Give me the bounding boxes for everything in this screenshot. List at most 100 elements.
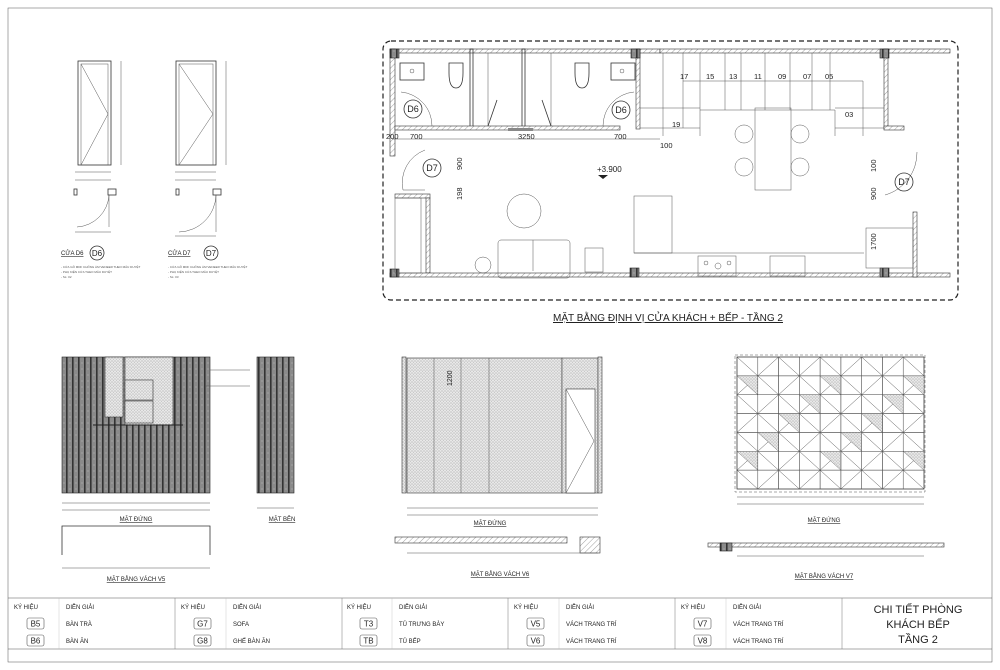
- legend-code-box: [693, 617, 712, 630]
- legend-code-box: [693, 634, 712, 647]
- legend-code: G7: [197, 620, 208, 629]
- legend-header-desc: DIỄN GIẢI: [66, 604, 94, 611]
- v7-plan-caption: MẶT BẰNG VÁCH V7: [795, 572, 854, 580]
- v5-plan-caption: MẶT BẰNG VÁCH V5: [107, 575, 166, 583]
- dining-chair: [790, 124, 810, 144]
- legend-code: V5: [531, 620, 541, 629]
- legend-code-box: [26, 617, 45, 630]
- legend-code-box: [526, 634, 545, 647]
- door-note: - SL: 03: [168, 275, 179, 279]
- legend-code: TB: [363, 637, 373, 646]
- legend-header-symbol: KÝ HIỆU: [347, 603, 371, 611]
- sheet-title-line: KHÁCH BẾP: [886, 618, 950, 631]
- v6-plan-caption: MẶT BẰNG VÁCH V6: [471, 570, 530, 578]
- legend-code: B5: [31, 620, 41, 629]
- v7-front-caption: MẶT ĐỨNG: [808, 517, 841, 524]
- dining-table: [754, 107, 792, 191]
- plan-door-tag: D6: [615, 105, 627, 115]
- dimension: 100: [869, 159, 878, 172]
- v5-front-caption: MẶT ĐỨNG: [120, 516, 153, 523]
- legend-desc: BÀN ĂN: [66, 638, 88, 645]
- legend-desc: TỦ TRƯNG BÀY: [399, 621, 444, 628]
- legend-code-box: [26, 634, 45, 647]
- legend-desc: VÁCH TRANG TRÍ: [566, 638, 617, 645]
- v7-diamond-pattern: [736, 356, 925, 490]
- legend-code-box: [359, 634, 378, 647]
- legend-desc: VÁCH TRANG TRÍ: [566, 621, 617, 628]
- legend-code-box: [193, 634, 212, 647]
- stair-step-number: 13: [729, 72, 737, 81]
- dimension: 100: [660, 141, 673, 150]
- stair-step-number: 07: [803, 72, 811, 81]
- legend-desc: BÀN TRÀ: [66, 621, 92, 628]
- washbasin: [610, 62, 636, 81]
- legend-header-symbol: KÝ HIỆU: [181, 603, 205, 611]
- dimension: 198: [455, 187, 464, 200]
- legend-desc: SOFA: [233, 622, 249, 628]
- legend-desc: TỦ BẾP: [399, 638, 421, 645]
- level-marker: +3.900: [597, 165, 622, 174]
- legend-header-symbol: KÝ HIỆU: [14, 603, 38, 611]
- legend-code: T3: [364, 620, 374, 629]
- legend-code: B6: [31, 637, 41, 646]
- wall-v5-elevation: MẶT ĐỨNG MẶT BÊN MẶT BẰNG VÁCH V5: [61, 356, 295, 583]
- floor-lamp: [474, 256, 492, 274]
- v6-front-caption: MẶT ĐỨNG: [474, 520, 507, 527]
- stair-step-number: 03: [845, 110, 853, 119]
- stair-step-number: 05: [825, 72, 833, 81]
- legend-desc: GHẾ BÀN ĂN: [233, 638, 270, 645]
- v7-panel-cell: [902, 469, 925, 490]
- dimension: 900: [869, 187, 878, 200]
- dimension: 700: [614, 132, 627, 141]
- cooktop: [697, 255, 737, 277]
- dimension: 900: [455, 157, 464, 170]
- kitchen-island: [633, 195, 673, 254]
- legend-table: KÝ HIỆU DIỄN GIẢI B5 BÀN TRÀ B6 BÀN ĂN KÝ HIỆU…: [8, 597, 992, 650]
- legend-code-box: [359, 617, 378, 630]
- v6-dimension: 1200: [447, 370, 454, 386]
- door-d6-caption: CỬA D6: [61, 250, 84, 257]
- stair-step-number: 11: [754, 72, 762, 81]
- dining-chair: [734, 157, 754, 177]
- door-d7-caption: CỬA D7: [168, 250, 191, 257]
- plan-door-tag: D6: [407, 104, 419, 114]
- plan-door-tag: D7: [898, 177, 910, 187]
- door-note: - SL: 02: [61, 275, 72, 279]
- dining-chair: [790, 157, 810, 177]
- dimension: 3250: [518, 132, 535, 141]
- legend-code: V6: [531, 637, 541, 646]
- dimension: 1700: [869, 233, 878, 250]
- legend-code-box: [526, 617, 545, 630]
- legend-header-desc: DIỄN GIẢI: [566, 604, 594, 611]
- door-note: - PHỤ KIỆN CỬA THEO MẪU DUYỆT: [168, 269, 219, 274]
- door-tag-marker: [203, 245, 219, 261]
- door-d6-tag: D6: [92, 249, 103, 258]
- sheet-title-line: TẦNG 2: [898, 633, 938, 646]
- plan-door-tag: D7: [426, 163, 438, 173]
- door-tag-marker: [403, 99, 423, 119]
- sofa: [497, 239, 571, 279]
- legend-code: G8: [197, 637, 208, 646]
- toilet: [574, 62, 590, 89]
- stair-step-number: 17: [680, 72, 688, 81]
- legend-header-desc: DIỄN GIẢI: [233, 604, 261, 611]
- toilet: [448, 62, 464, 89]
- legend-code-box: [193, 617, 212, 630]
- legend-header-desc: DIỄN GIẢI: [733, 604, 761, 611]
- legend-header-symbol: KÝ HIỆU: [681, 603, 705, 611]
- wall-v6-elevation: 1200 MẶT ĐỨNG MẶT BẰNG VÁCH V6: [394, 356, 603, 578]
- dining-chair: [734, 124, 754, 144]
- door-tag-marker: [611, 100, 631, 120]
- legend-desc: VÁCH TRANG TRÍ: [733, 621, 784, 628]
- door-d7-tag: D7: [206, 249, 217, 258]
- side-table: [584, 247, 604, 273]
- door-d7-detail: CỬA D7 D7 - CỬA GỖ MDF CHỐNG ẨM VENEER T…: [168, 60, 248, 279]
- legend-desc: VÁCH TRANG TRÍ: [733, 638, 784, 645]
- door-tag-marker: [422, 158, 442, 178]
- door-tag-marker: [89, 245, 105, 261]
- legend-code: V7: [698, 620, 708, 629]
- floor-plan: D6 D6 D7 17 15 13 11 09 07 05 03 19: [382, 40, 959, 301]
- plan-title: MẶT BẰNG ĐỊNH VỊ CỬA KHÁCH + BẾP - TẦNG …: [553, 311, 783, 324]
- legend-header-symbol: KÝ HIỆU: [514, 603, 538, 611]
